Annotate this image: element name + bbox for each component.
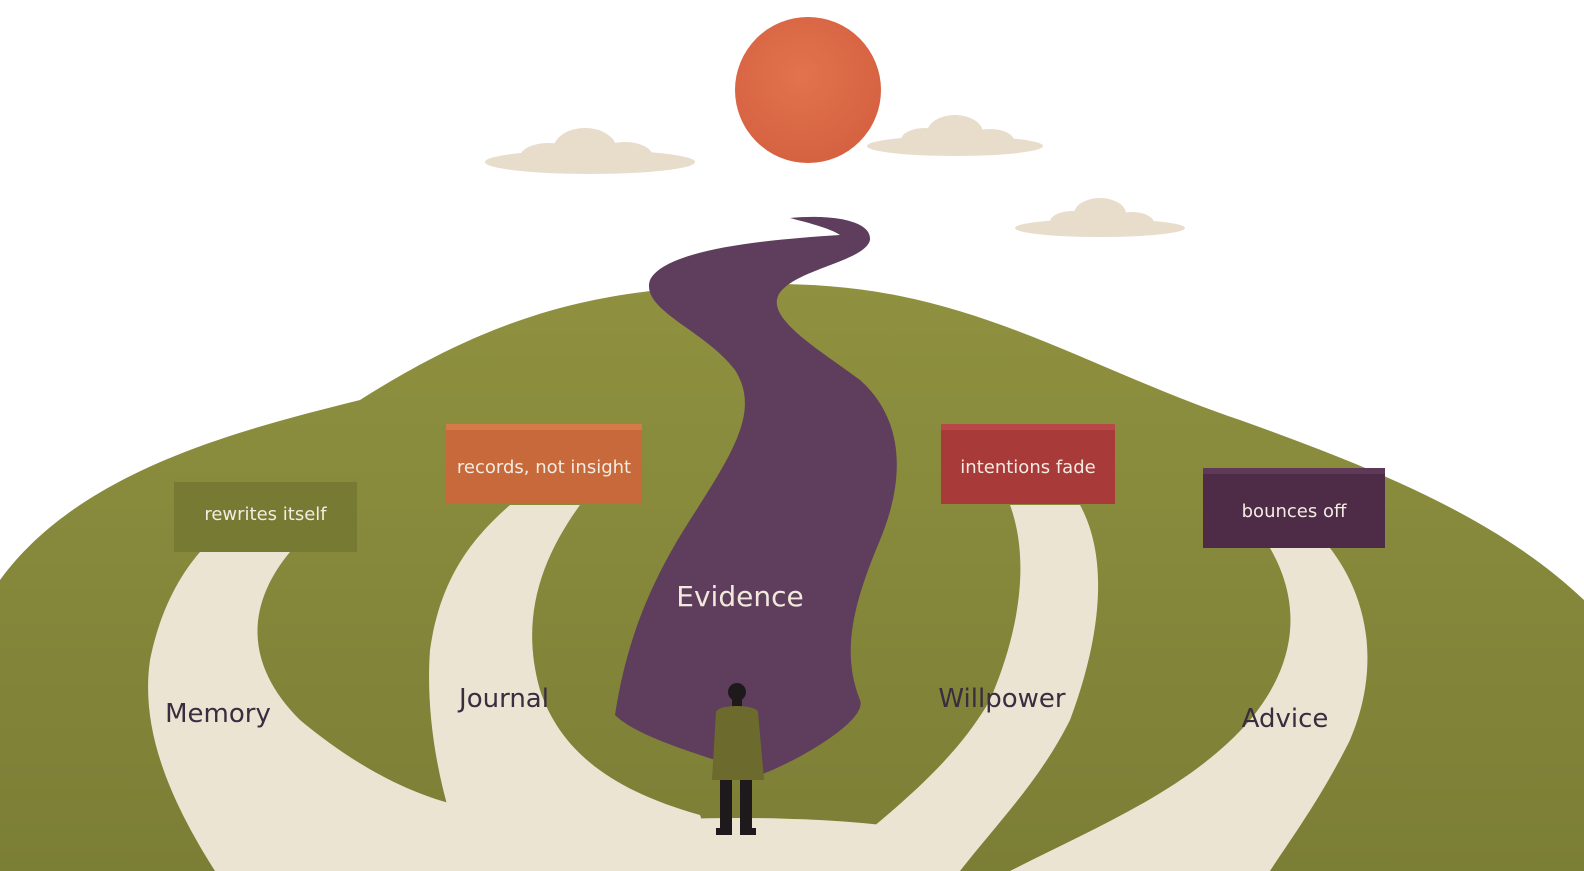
cloud-right-low <box>1015 198 1185 237</box>
sign-journal-text: records, not insight <box>457 457 631 478</box>
sign-journal: records, not insight <box>446 424 642 504</box>
sign-memory-text: rewrites itself <box>204 504 327 525</box>
sign-willpower: intentions fade <box>941 424 1115 504</box>
label-advice: Advice <box>1242 704 1329 734</box>
path-evidence <box>615 216 897 776</box>
sign-memory: rewrites itself <box>174 476 357 552</box>
sun <box>735 17 881 163</box>
ground-shadow <box>520 818 960 871</box>
cloud-left <box>485 128 695 174</box>
path-willpower <box>820 505 1099 871</box>
path-memory <box>148 552 490 871</box>
label-journal: Journal <box>457 684 549 714</box>
sign-advice: bounces off <box>1203 468 1385 548</box>
label-willpower: Willpower <box>938 684 1065 714</box>
path-advice <box>1010 548 1368 871</box>
label-evidence: Evidence <box>676 580 803 613</box>
sign-advice-text: bounces off <box>1242 501 1347 522</box>
sign-willpower-text: intentions fade <box>960 457 1095 478</box>
label-memory: Memory <box>165 699 271 729</box>
path-journal <box>429 505 720 871</box>
person-figure <box>712 683 764 835</box>
cloud-right-top <box>867 115 1043 156</box>
